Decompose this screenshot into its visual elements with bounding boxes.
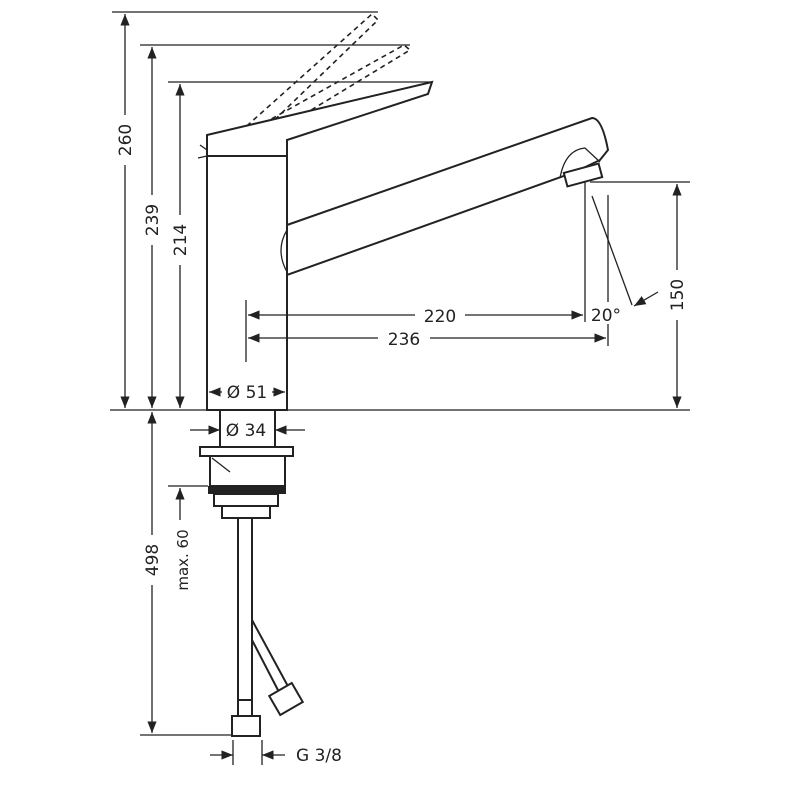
dim-214-label: 214 — [171, 224, 191, 256]
dim-498-label: 498 — [143, 544, 163, 576]
max-60-label: max. 60 — [174, 529, 192, 590]
dim-150-label: 150 — [668, 279, 688, 311]
dim-236-label: 236 — [388, 330, 420, 350]
faucet-body — [197, 80, 610, 411]
body-diameter-label: Ø 51 — [227, 383, 267, 403]
extension-lines — [110, 11, 690, 765]
dim-260-label: 260 — [116, 124, 136, 156]
dim-220-label: 220 — [424, 307, 456, 327]
handle-raised-positions — [239, 12, 412, 133]
mounting-parts — [199, 409, 305, 737]
shank-diameter-label: Ø 34 — [226, 421, 266, 441]
g38-thread-label: G 3/8 — [296, 746, 342, 766]
angle-20-label: 20° — [591, 306, 621, 326]
dim-239-label: 239 — [143, 204, 163, 236]
